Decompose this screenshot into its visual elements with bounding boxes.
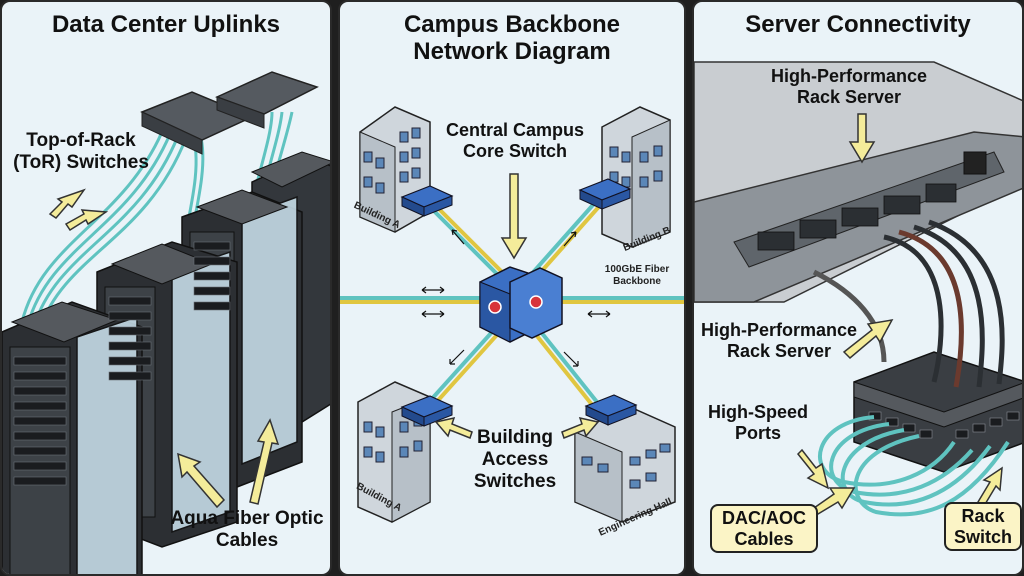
arrow-to-access-right: [561, 416, 600, 439]
direction-arrows: [421, 229, 611, 367]
server-connectivity-illustration: [694, 61, 1022, 517]
panel-title: Data Center Uplinks: [51, 11, 281, 38]
arrow-to-server-top: [848, 113, 876, 164]
campus-network-illustration: [340, 106, 684, 523]
access-switch-engineering-hall: [584, 394, 638, 426]
panel-server-connectivity: Server Connectivity High-Performance Rac…: [692, 0, 1024, 576]
tor-switches-label: Top-of-Rack (ToR) Switches: [13, 130, 149, 173]
dac-aoc-cables: [818, 415, 1010, 517]
ports-label: High-Speed Ports: [707, 402, 808, 443]
engineering-hall: [574, 406, 676, 523]
panel-data-center-uplinks: Data Center Uplinks Top-of-Rack (ToR) Sw…: [0, 0, 332, 576]
arrow-to-server-mid: [842, 319, 894, 360]
dac-aoc-callout: DAC/AOC Cables: [710, 504, 818, 554]
arrow-to-core: [500, 173, 528, 260]
building-b: [601, 106, 671, 248]
fiber-cables-label: Aqua Fiber Optic Cables: [170, 508, 324, 551]
arrow-to-access-left: [434, 416, 473, 439]
arrow-to-cables: [177, 418, 280, 509]
building-a-top: [359, 106, 431, 233]
access-switch-building-a-bottom: [400, 395, 454, 427]
server-rack-front: [2, 301, 143, 574]
panel-title: Campus Backbone Network Diagram: [403, 11, 621, 65]
arrow-to-dac: [812, 487, 856, 516]
server-to-switch-cables: [812, 219, 1005, 388]
rack-server-chassis: [694, 61, 1022, 303]
arrow-to-tor: [48, 188, 109, 232]
access-switch-building-a-top: [400, 185, 454, 217]
core-switch: [479, 266, 563, 343]
server-top-label: High-Performance Rack Server: [770, 66, 928, 107]
tor-switch-top-2: [215, 71, 319, 129]
data-center-illustration: [2, 71, 330, 574]
rack-switch-callout: Rack Switch: [944, 502, 1022, 552]
access-switches-label: Building Access Switches: [473, 427, 557, 492]
server-mid-label: High-Performance Rack Server: [700, 320, 858, 361]
panel-title: Server Connectivity: [745, 11, 971, 38]
panel-campus-backbone: Campus Backbone Network Diagram Central …: [338, 0, 686, 576]
access-switch-building-b: [578, 178, 632, 210]
server-slots: [13, 241, 231, 486]
backbone-label: 100GbE Fiber Backbone: [604, 264, 670, 287]
tor-switch-top-1: [140, 91, 254, 155]
core-switch-label: Central Campus Core Switch: [445, 120, 585, 161]
arrow-to-ports: [796, 448, 830, 490]
